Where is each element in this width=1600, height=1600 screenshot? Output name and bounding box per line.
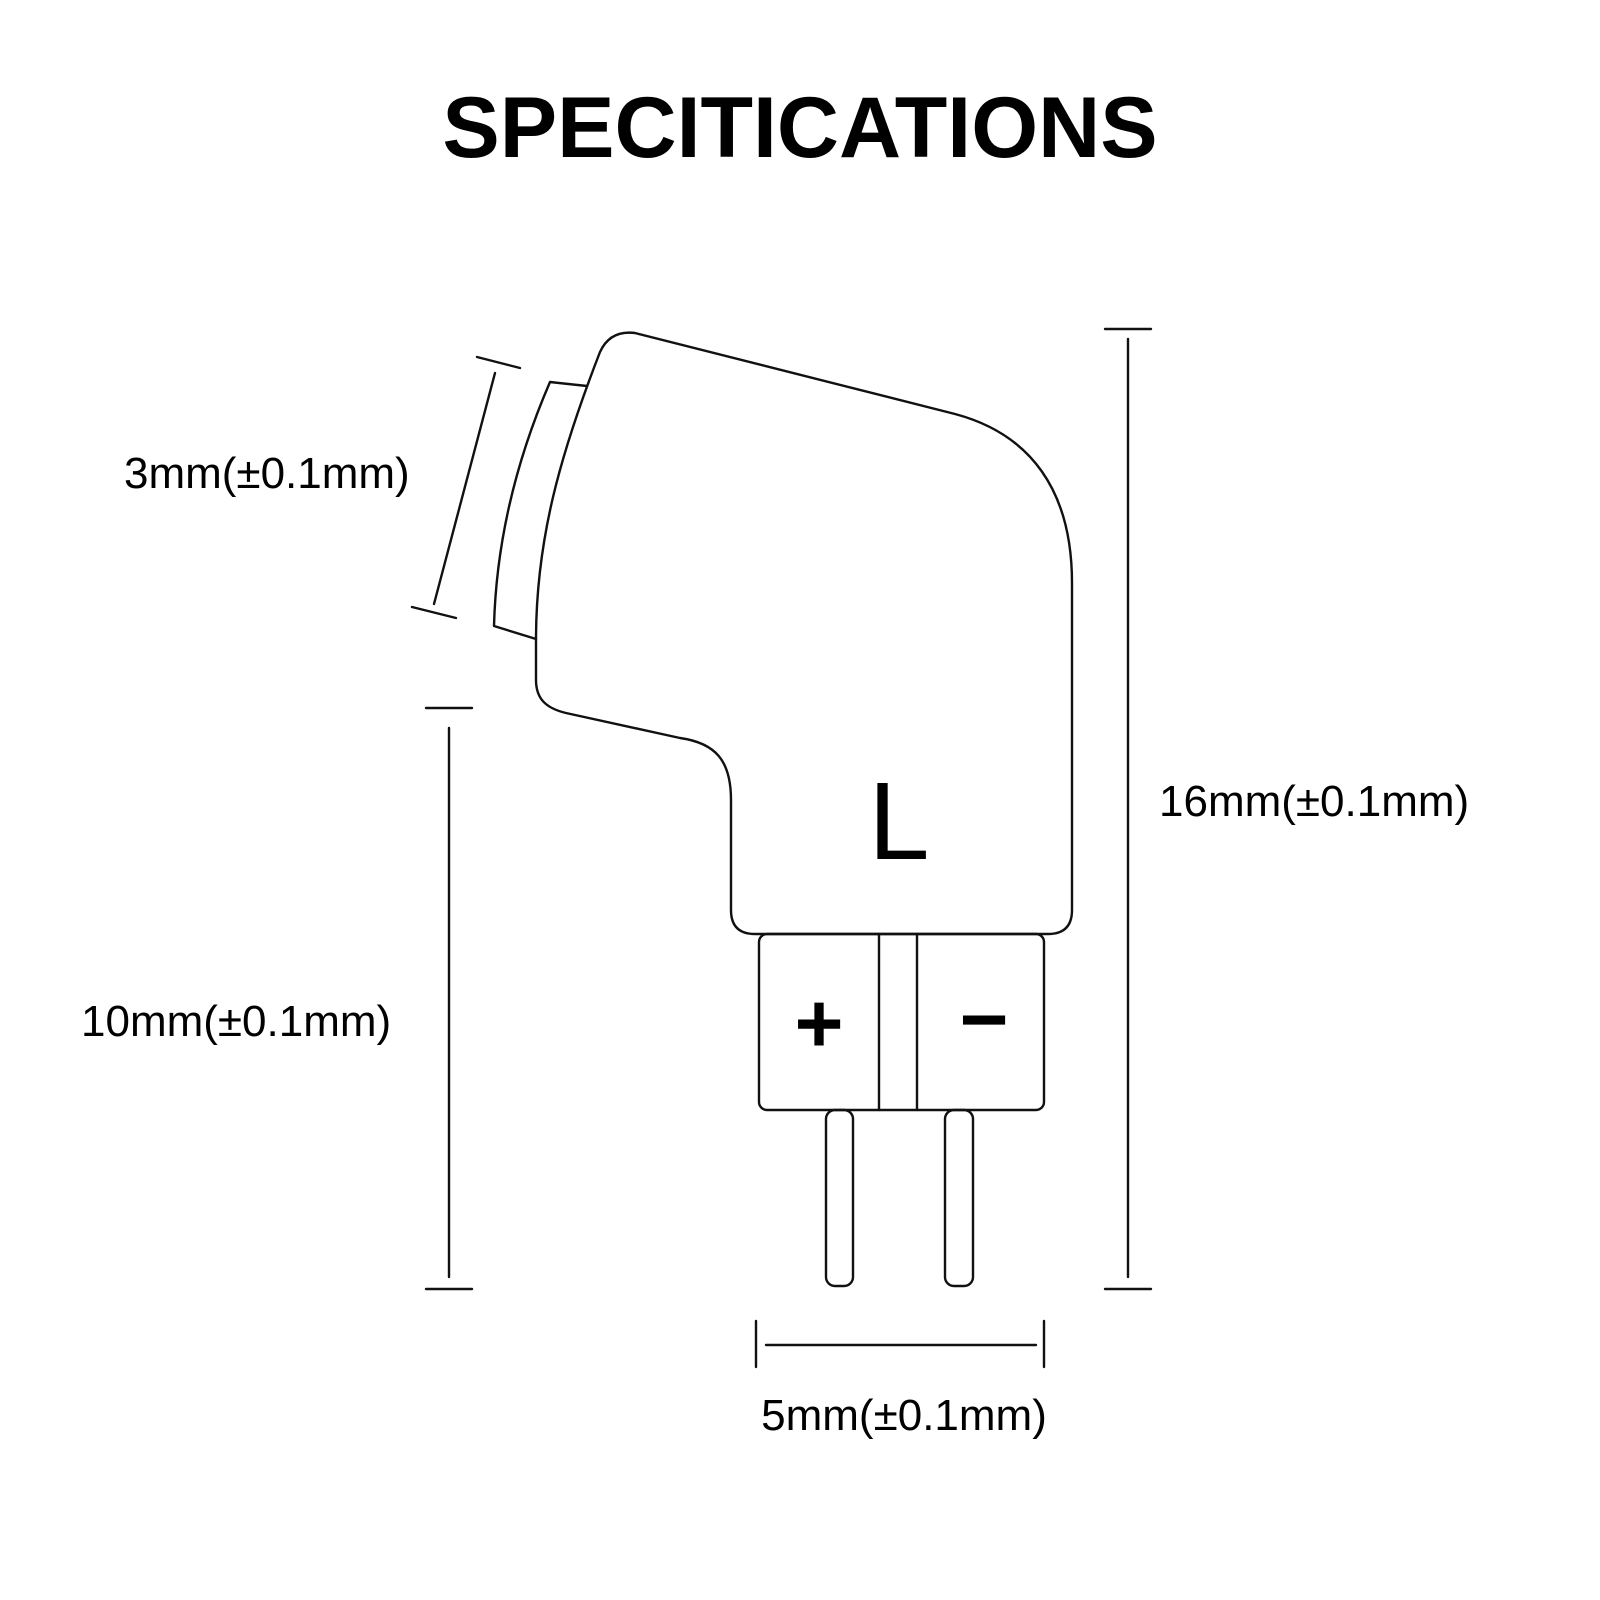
pin-length-dimension-line bbox=[424, 706, 474, 1291]
pin-spacing-label: 5mm(±0.1mm) bbox=[761, 1391, 1047, 1440]
positive-pin bbox=[824, 1108, 855, 1288]
pin-length-label: 10mm(±0.1mm) bbox=[81, 997, 391, 1046]
page-title: SPECITICATIONS bbox=[442, 80, 1157, 176]
plug-tip bbox=[492, 380, 589, 641]
tip-depth-dimension-line bbox=[410, 355, 522, 620]
negative-pin bbox=[943, 1108, 975, 1288]
tip-depth-label: 3mm(±0.1mm) bbox=[124, 449, 410, 498]
pin-base bbox=[757, 932, 1046, 1112]
pin-spacing-dimension-line bbox=[754, 1319, 1046, 1369]
negative-label: − bbox=[959, 972, 1008, 1066]
connector-body bbox=[534, 331, 1074, 936]
positive-label: + bbox=[794, 976, 843, 1070]
total-height-dimension-line bbox=[1103, 327, 1153, 1291]
side-label: L bbox=[868, 760, 929, 883]
total-height-label: 16mm(±0.1mm) bbox=[1159, 777, 1469, 826]
